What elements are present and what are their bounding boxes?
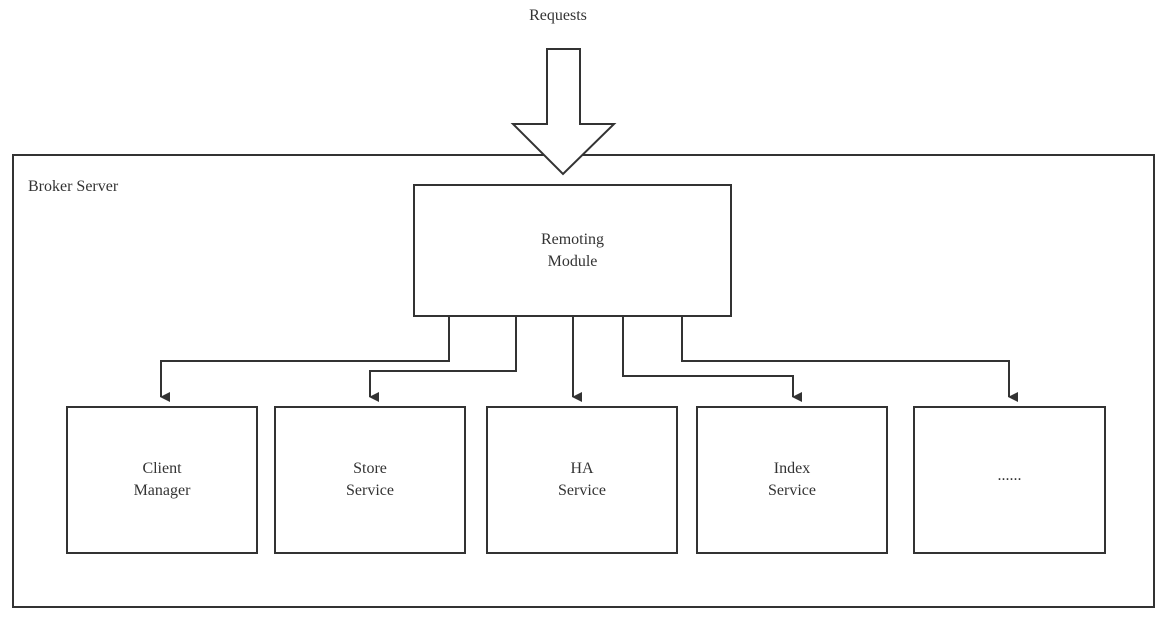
more-services-label: ......	[914, 407, 1105, 553]
index-service-line-2: Service	[768, 482, 816, 499]
client-manager-line-2: Manager	[133, 482, 191, 499]
ha-service-label: HA Service	[487, 407, 677, 553]
connector-index-service	[622, 316, 802, 402]
index-service-label: Index Service	[697, 407, 887, 553]
requests-arrow	[510, 48, 617, 176]
store-service-label: Store Service	[275, 407, 465, 553]
connector-store-service	[369, 316, 517, 402]
client-manager-line-1: Client	[142, 460, 182, 477]
remoting-module-line-2: Module	[547, 252, 598, 270]
index-service-line-1: Index	[773, 460, 811, 477]
remoting-module-box	[413, 184, 732, 317]
store-service-line-2: Service	[346, 482, 394, 499]
more-services-ellipsis: ......	[997, 467, 1022, 484]
remoting-module-label: Remoting Module	[414, 185, 731, 316]
ha-service-box	[486, 406, 678, 554]
index-service-box	[696, 406, 888, 554]
client-manager-label: Client Manager	[67, 407, 257, 553]
connectors	[160, 316, 1018, 402]
broker-server-title: Broker Server	[28, 178, 119, 195]
more-services-box	[913, 406, 1106, 554]
store-service-line-1: Store	[353, 460, 387, 477]
ha-service-line-1: HA	[570, 460, 594, 477]
connector-more-services	[681, 316, 1018, 402]
requests-label: Requests	[529, 7, 587, 24]
ha-service-line-2: Service	[558, 482, 606, 499]
client-manager-box	[66, 406, 258, 554]
store-service-box	[274, 406, 466, 554]
remoting-module-line-1: Remoting	[540, 230, 605, 248]
connector-client-manager	[160, 316, 450, 402]
